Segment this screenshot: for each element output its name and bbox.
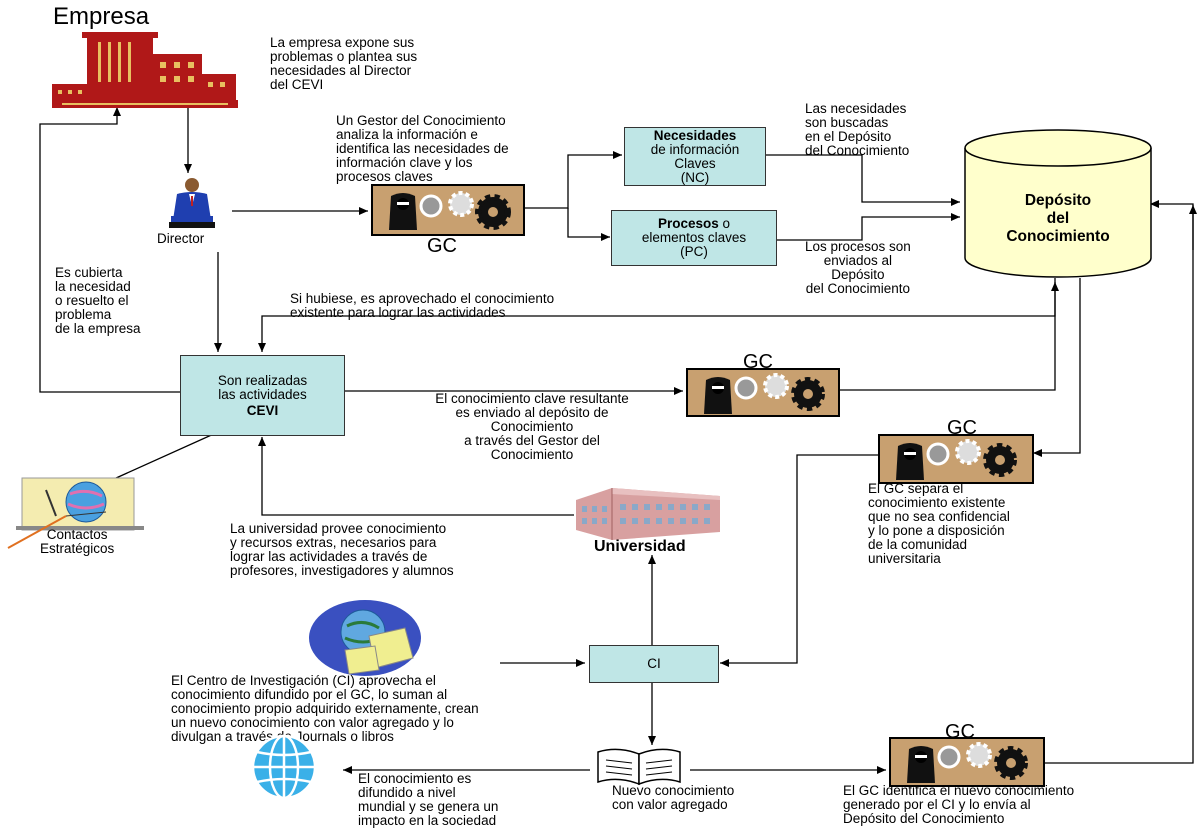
gc-icon (371, 184, 525, 236)
new-knowledge-label: Nuevo conocimiento con valor agregado (612, 783, 735, 812)
book-icon (597, 748, 681, 786)
arrow-gc-nc (525, 151, 622, 209)
arrow-nc-deposit (765, 154, 960, 206)
global-text: El conocimiento es difundido a nivel mun… (358, 771, 499, 828)
contacts-map-icon (7, 477, 144, 549)
ci-box: CI (589, 645, 719, 683)
nc-box-body: de información Claves (NC) (650, 141, 740, 185)
gc-separates-text: El GC separa el conocimiento existente q… (868, 481, 1010, 566)
nc-box: Necesidades de información Claves (NC) (624, 127, 766, 186)
arrow-pc-deposit (776, 213, 960, 241)
cevi-box-title: CEVI (246, 402, 279, 418)
cevi-box: Son realizadas las actividades CEVI (180, 355, 345, 436)
pc-box-title: Procesos (657, 216, 719, 231)
gc-label: GC (427, 235, 457, 257)
gc-identifies-text: El GC identifica el nuevo conocimiento g… (843, 783, 1075, 826)
pc-box-o: o (718, 216, 731, 231)
gc3-icon (878, 434, 1034, 484)
gc-analysis-text: Un Gestor del Conocimiento analiza la in… (336, 113, 509, 184)
gc4-icon (889, 737, 1045, 787)
key-knowledge-text: El conocimiento clave resultante es envi… (435, 391, 629, 462)
covered-text: Es cubierta la necesidad o resuelto el p… (55, 265, 141, 336)
arrow-cevi-empresa (39, 107, 180, 393)
existing-knowledge-text: Si hubiese, es aprovechado el conocimien… (290, 291, 555, 320)
arrow-university-cevi (258, 437, 574, 516)
arrow-contacts-cevi (104, 427, 228, 484)
empresa-description: La empresa expone sus problemas o plante… (270, 35, 418, 92)
university-label: Universidad (594, 538, 686, 555)
arrow-gc4-deposit (1042, 200, 1194, 764)
arrow-gc3-ci (720, 454, 878, 667)
university-building-icon (576, 488, 720, 540)
needs-searched-text: Las necesidades son buscadas en el Depós… (805, 101, 910, 158)
arrow-gc-pc (567, 208, 610, 241)
gc3-label: GC (947, 417, 977, 439)
university-text: La universidad provee conocimiento y rec… (230, 521, 454, 578)
pc-box: Procesos o elementos claves (PC) (611, 210, 777, 266)
contacts-label: Contactos Estratégicos (40, 527, 115, 556)
deposit-cylinder (964, 129, 1152, 278)
cevi-box-text: Son realizadas las actividades (217, 372, 308, 402)
research-globe-icon (309, 600, 421, 676)
pc-box-body: elementos claves (PC) (641, 230, 747, 259)
deposit-label: Depósito del Conocimiento (1006, 192, 1110, 245)
director-label: Director (157, 231, 205, 246)
ci-label: CI (647, 656, 661, 671)
gc2-icon (686, 368, 840, 417)
arrow-deposit-gc3 (1033, 278, 1081, 457)
gc2-label: GC (743, 351, 773, 373)
director-icon (169, 178, 215, 228)
arrow-gc2-deposit (838, 282, 1059, 391)
world-globe-icon (251, 734, 317, 800)
empresa-title: Empresa (53, 3, 150, 30)
processes-sent-text: Los procesos son enviados al Depósito de… (805, 239, 911, 296)
building-icon (52, 32, 238, 108)
nc-box-title: Necesidades (653, 127, 737, 143)
